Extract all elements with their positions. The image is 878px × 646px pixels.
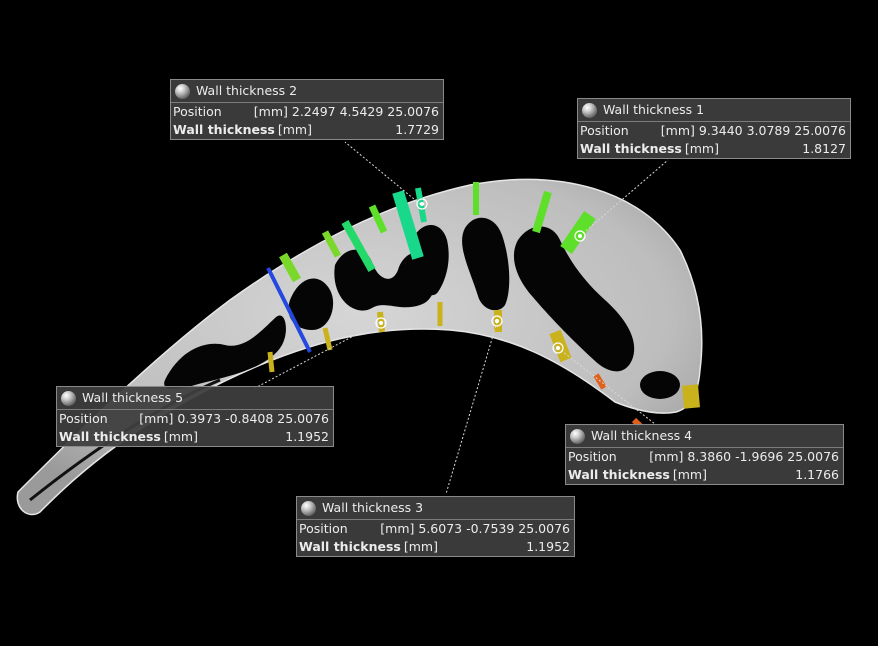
- leader-lines: [254, 141, 669, 495]
- target-marker-icon: [416, 198, 428, 210]
- position-label: Position: [580, 123, 629, 138]
- sphere-icon: [175, 83, 190, 99]
- callout-wall-thickness-2[interactable]: Wall thickness 2 Position [mm] 2.2497 4.…: [170, 79, 444, 140]
- target-marker-icon: [375, 317, 387, 329]
- position-value: 9.3440 3.0789 25.0076: [698, 123, 846, 138]
- target-marker-icon: [491, 315, 503, 327]
- callout-wall-thickness-1[interactable]: Wall thickness 1 Position [mm] 9.3440 3.…: [577, 98, 851, 159]
- sphere-icon: [61, 390, 76, 406]
- thickness-unit: [mm]: [277, 122, 312, 137]
- thickness-label: Wall thickness: [568, 467, 670, 482]
- thickness-unit: [mm]: [684, 141, 719, 156]
- callout-title: Wall thickness 4: [591, 428, 693, 443]
- thickness-value: 1.8127: [802, 141, 846, 156]
- position-value: 8.3860 -1.9696 25.0076: [687, 449, 839, 464]
- position-unit: [mm]: [253, 104, 288, 119]
- thickness-unit: [mm]: [163, 429, 198, 444]
- thickness-value: 1.1952: [285, 429, 329, 444]
- thickness-value: 1.1952: [526, 539, 570, 554]
- target-marker-icon: [574, 230, 586, 242]
- position-value: 5.6073 -0.7539 25.0076: [418, 521, 570, 536]
- thickness-unit: [mm]: [403, 539, 438, 554]
- position-label: Position: [568, 449, 617, 464]
- position-unit: [mm]: [380, 521, 415, 536]
- thickness-label: Wall thickness: [59, 429, 161, 444]
- callout-title: Wall thickness 2: [196, 83, 298, 98]
- position-unit: [mm]: [649, 449, 684, 464]
- position-unit: [mm]: [660, 123, 695, 138]
- callout-wall-thickness-4[interactable]: Wall thickness 4 Position [mm] 8.3860 -1…: [565, 424, 844, 485]
- thickness-label: Wall thickness: [299, 539, 401, 554]
- callout-title: Wall thickness 3: [322, 500, 424, 515]
- position-value: 2.2497 4.5429 25.0076: [291, 104, 439, 119]
- target-marker-icon: [552, 342, 564, 354]
- callout-title: Wall thickness 5: [82, 390, 184, 405]
- position-label: Position: [59, 411, 108, 426]
- sphere-icon: [570, 428, 585, 444]
- thickness-unit: [mm]: [672, 467, 707, 482]
- cooling-channels: [164, 217, 680, 399]
- position-unit: [mm]: [139, 411, 174, 426]
- position-value: 0.3973 -0.8408 25.0076: [177, 411, 329, 426]
- position-label: Position: [173, 104, 222, 119]
- thickness-label: Wall thickness: [173, 122, 275, 137]
- sphere-icon: [301, 500, 316, 516]
- thickness-value: 1.1766: [795, 467, 839, 482]
- position-label: Position: [299, 521, 348, 536]
- thickness-value: 1.7729: [395, 122, 439, 137]
- sphere-icon: [582, 102, 597, 118]
- measurement-points: [375, 198, 586, 354]
- callout-wall-thickness-5[interactable]: Wall thickness 5 Position [mm] 0.3973 -0…: [56, 386, 334, 447]
- thickness-label: Wall thickness: [580, 141, 682, 156]
- callout-wall-thickness-3[interactable]: Wall thickness 3 Position [mm] 5.6073 -0…: [296, 496, 575, 557]
- callout-title: Wall thickness 1: [603, 102, 705, 117]
